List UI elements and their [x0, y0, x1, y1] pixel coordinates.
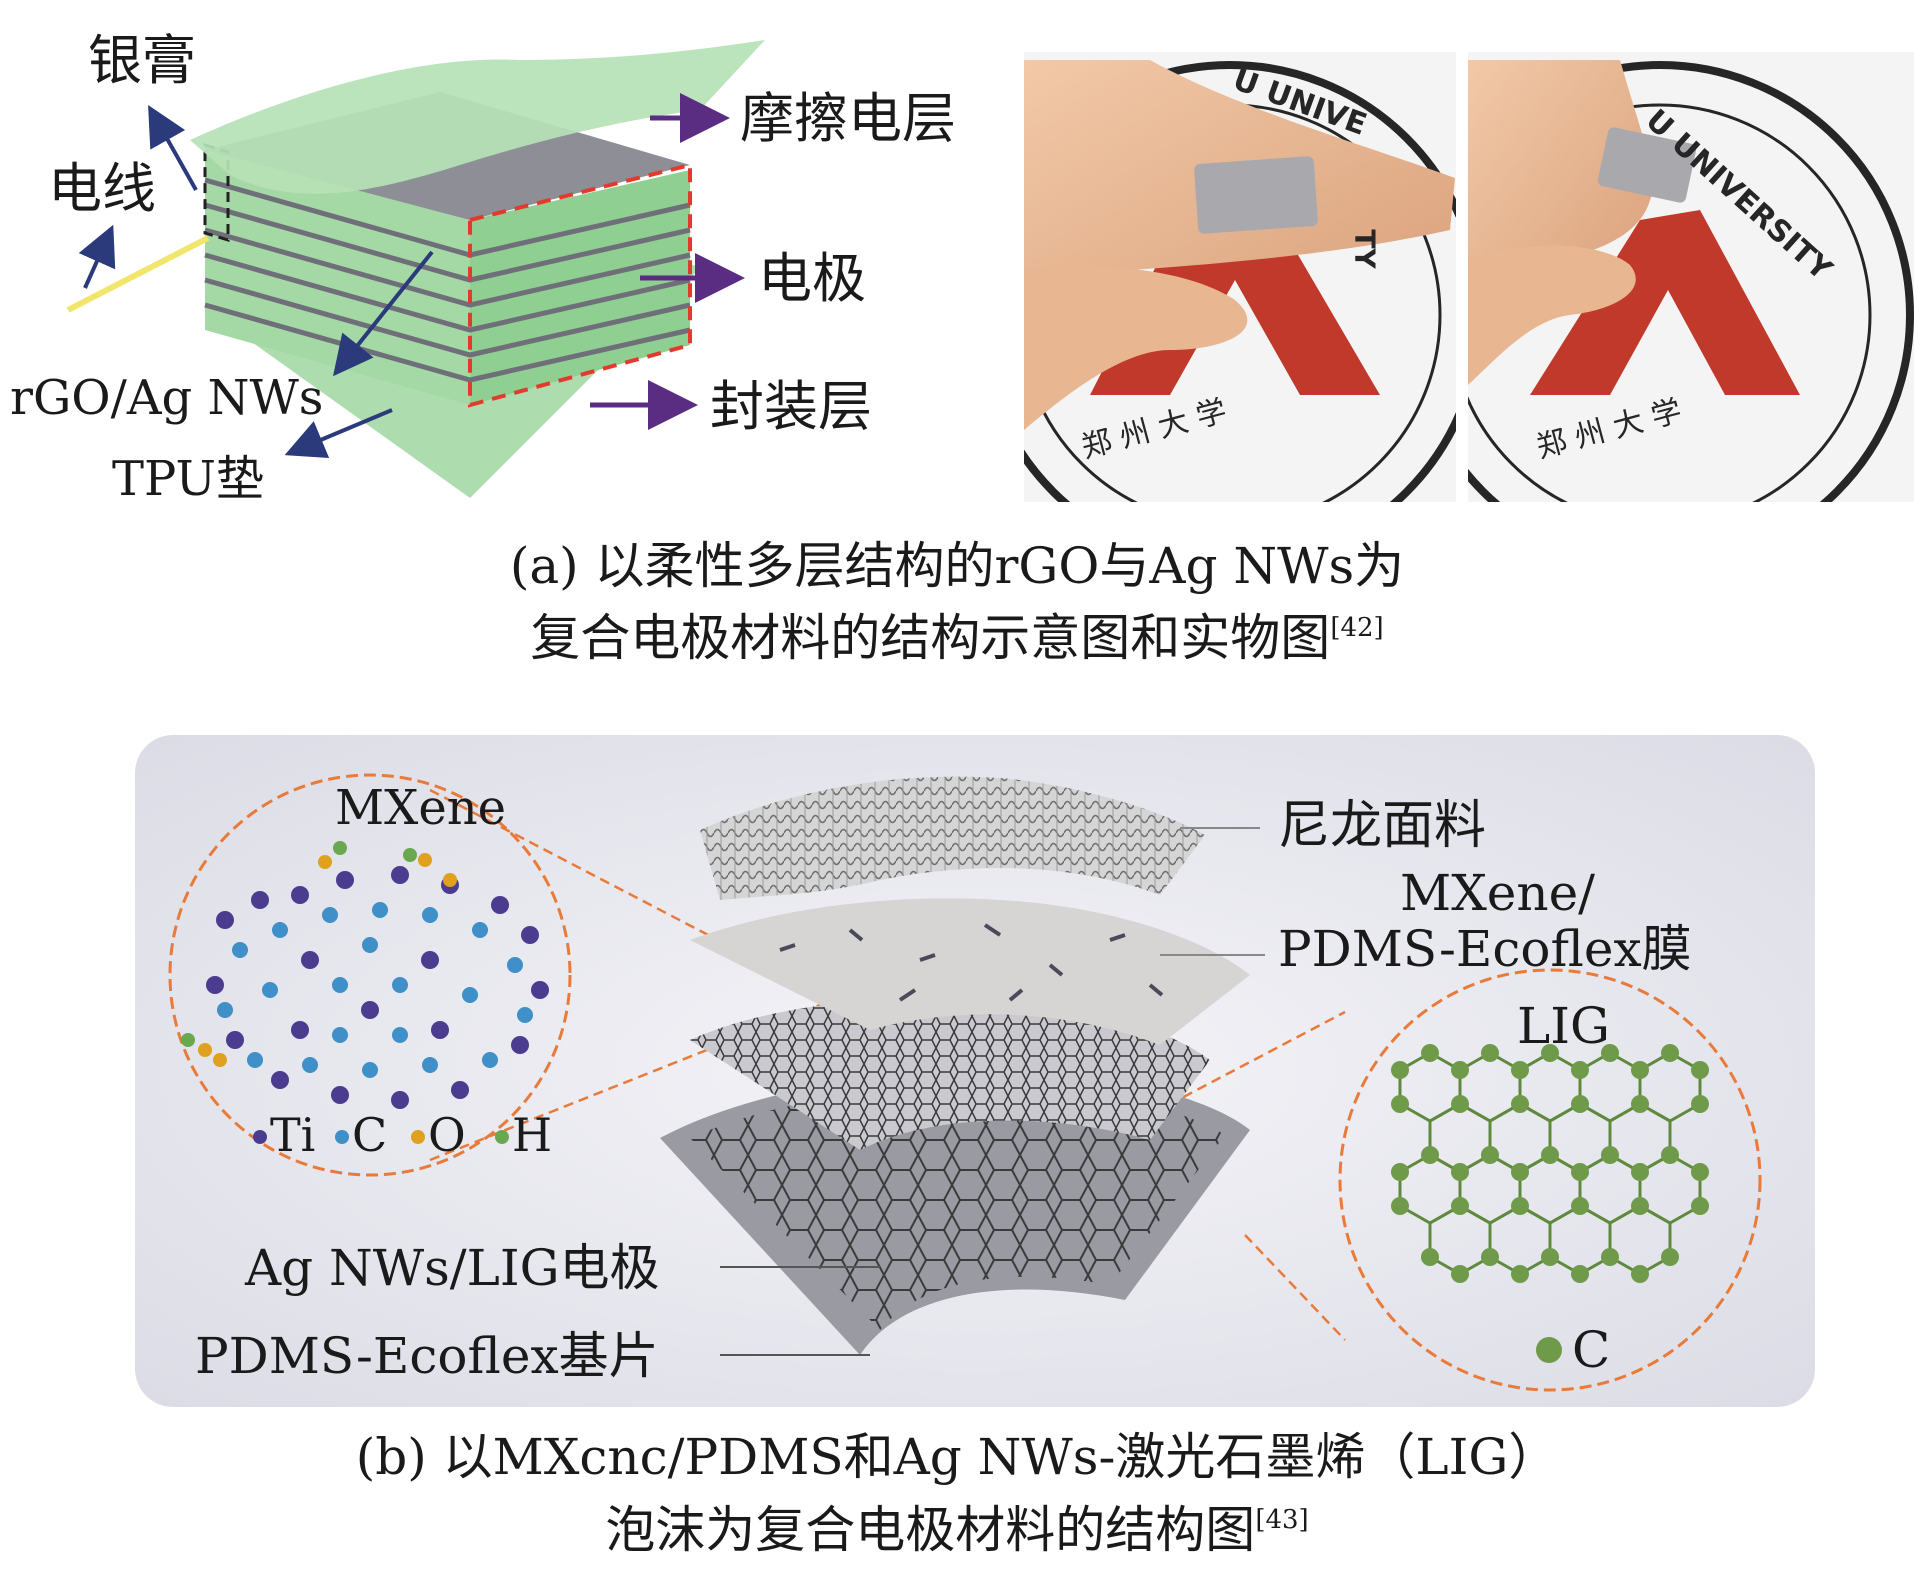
- label-mxene: MXene: [335, 780, 507, 836]
- label-mxene-film-1: MXene/: [1400, 864, 1596, 922]
- lig-lattice: [1391, 1044, 1709, 1283]
- legend-h: H: [512, 1108, 553, 1162]
- arrow-wire: [78, 224, 116, 289]
- photo-left: [1024, 52, 1456, 502]
- label-electrode: 电极: [758, 247, 866, 310]
- label-friction-layer: 摩擦电层: [740, 87, 956, 150]
- label-encapsulation: 封装层: [710, 375, 872, 438]
- label-lig: LIG: [1517, 997, 1610, 1055]
- carbon-legend-dot: [1536, 1337, 1562, 1363]
- label-rgo-agnws: rGO/Ag NWs: [10, 370, 324, 426]
- sensor-patch-left: [1194, 156, 1318, 234]
- legend-h-dot: [495, 1130, 509, 1144]
- photo-left-ty: TY: [1348, 229, 1382, 269]
- caption-b-line2: 泡沫为复合电极材料的结构图[43]: [0, 1505, 1914, 1555]
- legend-o: O: [428, 1108, 466, 1162]
- caption-b-ref: [43]: [1255, 1505, 1309, 1535]
- label-wire: 电线: [48, 157, 156, 220]
- label-tpu-pad: TPU垫: [112, 451, 264, 507]
- label-silver-paste: 银膏: [88, 29, 196, 92]
- arrow-silver-paste: [148, 105, 198, 191]
- electrode-dashed-outline: [468, 162, 692, 408]
- caption-b-line2-text: 泡沫为复合电极材料的结构图: [605, 1501, 1256, 1559]
- caption-a-line1: (a) 以柔性多层结构的rGO与Ag NWs为: [509, 537, 1405, 595]
- legend-ti: Ti: [270, 1108, 316, 1162]
- mxene-film-layer: [690, 898, 1250, 1045]
- caption-a-line2-text: 复合电极材料的结构示意图和实物图: [530, 609, 1331, 667]
- friction-layer-film: [190, 40, 765, 194]
- arrow-rgo: [333, 250, 434, 377]
- caption-a-ref: [42]: [1330, 613, 1384, 643]
- logo-red-right: [1530, 210, 1800, 395]
- photo-right: [1468, 52, 1914, 502]
- legend-c-dot: [335, 1130, 349, 1144]
- caption-b-line1: (b) 以MXcnc/PDMS和Ag NWs-激光石墨烯（LIG）: [355, 1428, 1559, 1486]
- finger-right: [1468, 60, 1653, 305]
- caption-a-line2: 复合电极材料的结构示意图和实物图[42]: [0, 613, 1914, 663]
- mxene-molecule: [181, 841, 549, 1109]
- label-mxene-film-2: PDMS-Ecoflex膜: [1278, 920, 1692, 978]
- label-nylon: 尼龙面料: [1278, 796, 1487, 856]
- legend-o-dot: [411, 1130, 425, 1144]
- panel-a-schematic: [66, 40, 765, 498]
- legend-c: C: [352, 1108, 388, 1162]
- wire: [66, 235, 210, 313]
- arrow-tpu: [284, 408, 393, 459]
- sensor-patch-right: [1597, 127, 1697, 203]
- mxene-zoom-circle: [168, 773, 572, 1177]
- label-carbon: C: [1572, 1321, 1611, 1379]
- label-substrate: PDMS-Ecoflex基片: [195, 1327, 659, 1385]
- label-agnws-lig: Ag NWs/LIG电极: [245, 1239, 660, 1297]
- panel-b-diagram: [135, 735, 1815, 1407]
- legend-ti-dot: [253, 1130, 267, 1144]
- lig-zoom-circle: [1338, 968, 1762, 1392]
